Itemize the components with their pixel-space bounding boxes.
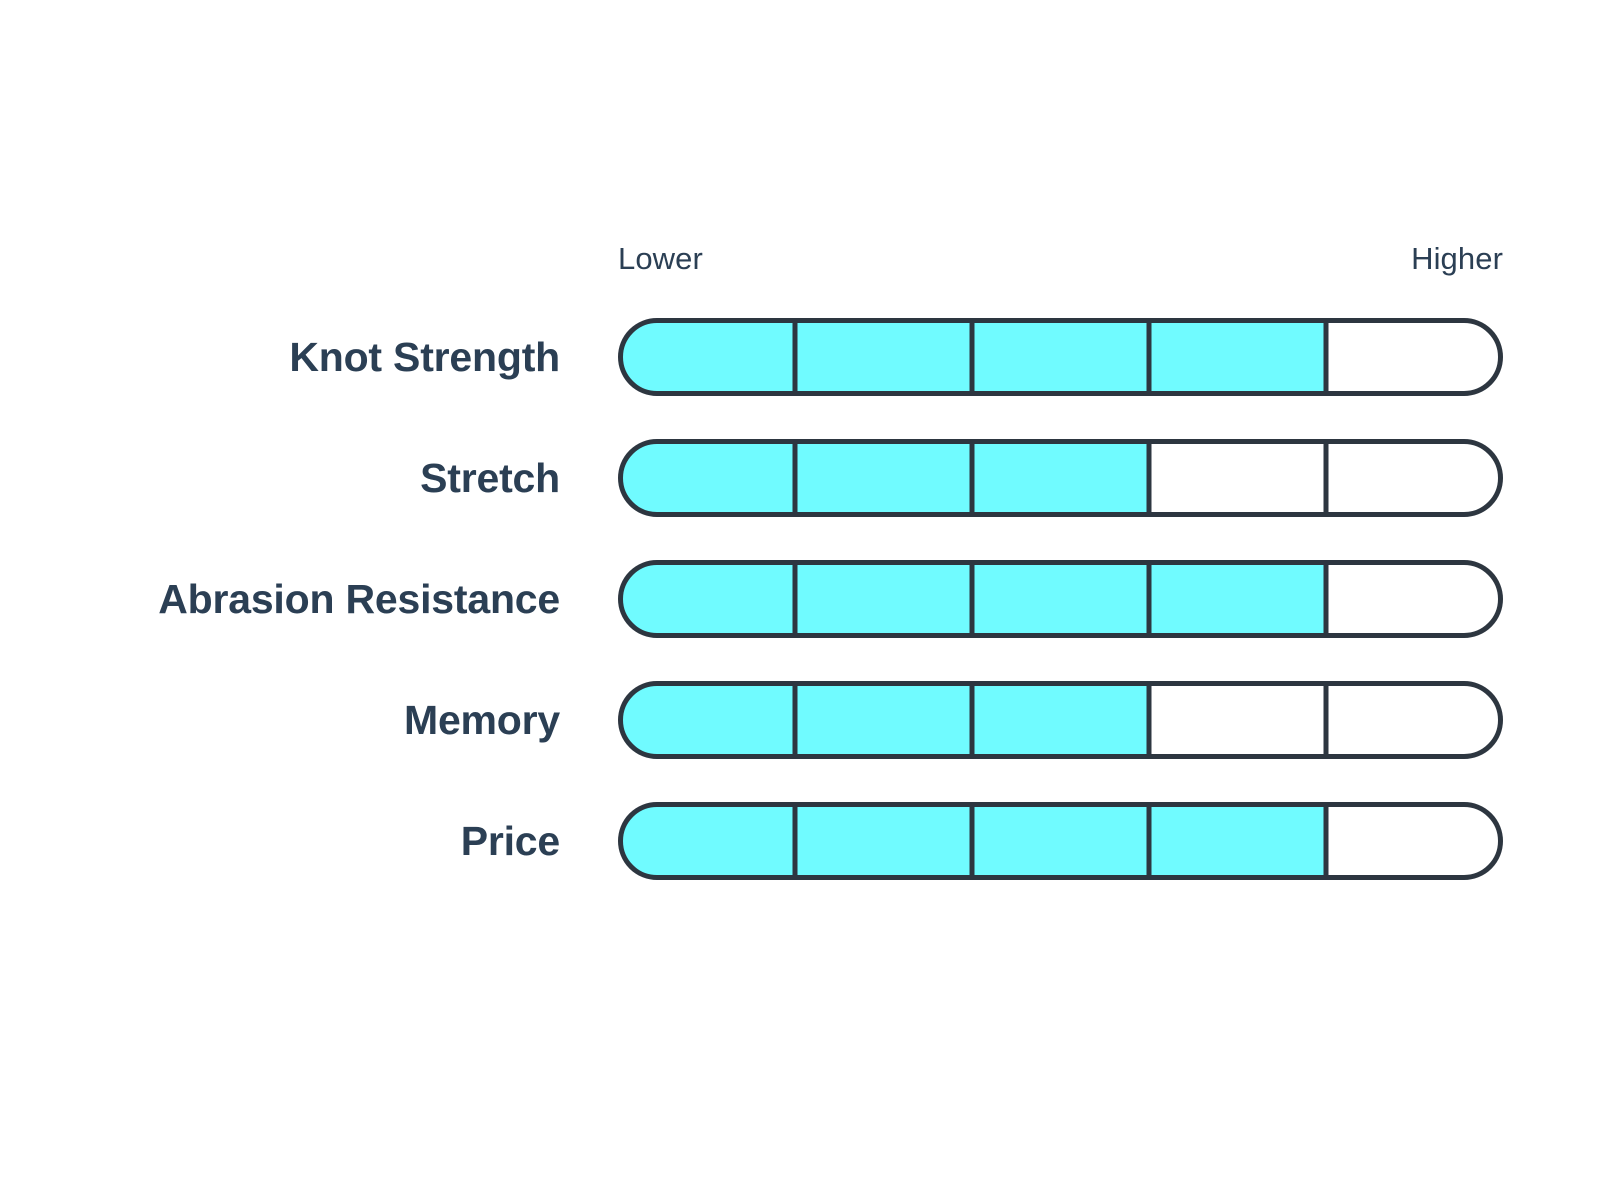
rating-row-label-knot-strength: Knot Strength (289, 333, 560, 380)
scale-label-higher: Higher (1411, 241, 1503, 276)
rating-row-label-abrasion-resistance: Abrasion Resistance (158, 575, 560, 622)
meter-segment-2 (795, 683, 972, 757)
meter-segment-3 (972, 562, 1149, 636)
rating-meter-graphic (618, 802, 1503, 880)
rating-meter-graphic (618, 681, 1503, 759)
meter-segment-5 (1326, 441, 1501, 515)
scale-header: Lower Higher (618, 243, 1503, 287)
meter-segment-3 (972, 804, 1149, 878)
meter-segment-3 (972, 320, 1149, 394)
rating-meter-abrasion-resistance (618, 560, 1503, 638)
meter-segment-4 (1149, 441, 1326, 515)
meter-segment-4 (1149, 562, 1326, 636)
meter-segment-4 (1149, 804, 1326, 878)
meter-outline (618, 318, 1503, 396)
meter-segment-1 (620, 441, 795, 515)
rating-row-label-stretch: Stretch (420, 454, 560, 501)
meter-outline (618, 681, 1503, 759)
rating-meter-price (618, 802, 1503, 880)
rating-meter-graphic (618, 318, 1503, 396)
rating-rows: Knot Strength (0, 318, 1600, 923)
meter-segment-1 (620, 320, 795, 394)
table-row: Memory (0, 681, 1600, 802)
meter-segment-3 (972, 441, 1149, 515)
rating-meter-graphic (618, 560, 1503, 638)
meter-segment-1 (620, 683, 795, 757)
table-row: Price (0, 802, 1600, 923)
meter-segment-5 (1326, 562, 1501, 636)
rating-meter-stretch (618, 439, 1503, 517)
rating-meter-graphic (618, 439, 1503, 517)
meter-outline (618, 560, 1503, 638)
rating-meter-knot-strength (618, 318, 1503, 396)
meter-segment-3 (972, 683, 1149, 757)
rating-meter-memory (618, 681, 1503, 759)
meter-outline (618, 439, 1503, 517)
meter-segment-5 (1326, 683, 1501, 757)
scale-label-lower: Lower (618, 241, 703, 276)
meter-segment-2 (795, 441, 972, 515)
meter-segment-5 (1326, 320, 1501, 394)
table-row: Stretch (0, 439, 1600, 560)
meter-segment-5 (1326, 804, 1501, 878)
table-row: Knot Strength (0, 318, 1600, 439)
table-row: Abrasion Resistance (0, 560, 1600, 681)
rating-row-label-price: Price (460, 817, 561, 864)
meter-segment-1 (620, 804, 795, 878)
meter-segment-2 (795, 804, 972, 878)
rating-row-label-memory: Memory (403, 696, 560, 743)
meter-segment-2 (795, 562, 972, 636)
meter-segment-4 (1149, 320, 1326, 394)
meter-segment-1 (620, 562, 795, 636)
meter-segment-2 (795, 320, 972, 394)
meter-segment-4 (1149, 683, 1326, 757)
meter-outline (618, 802, 1503, 880)
